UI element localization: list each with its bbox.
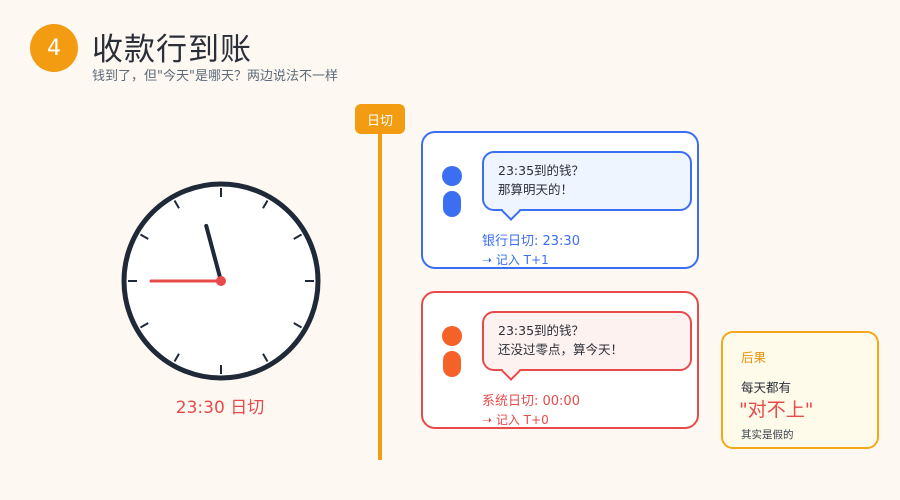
person-body bbox=[443, 351, 461, 377]
clock-hour-hand bbox=[204, 223, 223, 283]
system-person-icon bbox=[442, 326, 462, 378]
system-cut-time: 系统日切: 00:00 bbox=[482, 394, 580, 409]
system-bubble-line1: 23:35到的钱？ bbox=[498, 323, 585, 338]
clock-label: 23:30 日切 bbox=[175, 398, 265, 418]
clock-tick bbox=[262, 353, 269, 363]
result-card: 后果 每天都有 "对不上" 其实是假的 bbox=[721, 331, 879, 449]
person-head bbox=[442, 166, 462, 186]
page-subtitle: 钱到了，但"今天"是哪天？两边说法不一样 bbox=[92, 69, 338, 84]
clock-tick bbox=[173, 199, 180, 209]
bank-person-icon bbox=[442, 166, 462, 218]
bank-bubble-line1: 23:35到的钱？ bbox=[498, 163, 585, 178]
clock-tick bbox=[173, 353, 180, 363]
cutoff-tag: 日切 bbox=[355, 104, 405, 134]
clock-tick bbox=[262, 199, 269, 209]
clock-icon bbox=[121, 181, 321, 381]
bank-speech-bubble: 23:35到的钱？ 那算明天的！ bbox=[482, 151, 692, 221]
clock-center bbox=[216, 276, 226, 286]
result-highlight: "对不上" bbox=[739, 399, 814, 421]
result-line1: 每天都有 bbox=[741, 380, 792, 395]
person-head bbox=[442, 326, 462, 346]
clock-ticks bbox=[128, 188, 314, 374]
cutoff-line bbox=[378, 134, 382, 460]
system-card: 23:35到的钱？ 还没过零点，算今天！ 系统日切: 00:00 ➝ 记入 T+… bbox=[421, 291, 699, 429]
clock-tick bbox=[293, 233, 303, 240]
step-badge: 4 bbox=[30, 24, 78, 72]
bubble-tail bbox=[501, 361, 521, 381]
clock-tick bbox=[139, 233, 149, 240]
result-title: 后果 bbox=[741, 350, 767, 365]
result-note: 其实是假的 bbox=[741, 429, 794, 441]
system-record: ➝ 记入 T+0 bbox=[482, 413, 549, 427]
clock-tick bbox=[293, 322, 303, 329]
bank-cut-time: 银行日切: 23:30 bbox=[482, 234, 580, 249]
bank-card: 23:35到的钱？ 那算明天的！ 银行日切: 23:30 ➝ 记入 T+1 bbox=[421, 131, 699, 269]
bubble-tail bbox=[501, 201, 521, 221]
system-speech-bubble: 23:35到的钱？ 还没过零点，算今天！ bbox=[482, 311, 692, 381]
page-title: 收款行到账 bbox=[92, 32, 252, 68]
clock-tick bbox=[139, 322, 149, 329]
system-bubble-line2: 还没过零点，算今天！ bbox=[498, 342, 624, 357]
bank-bubble-line2: 那算明天的！ bbox=[498, 182, 574, 197]
bank-record: ➝ 记入 T+1 bbox=[482, 253, 549, 267]
person-body bbox=[443, 191, 461, 217]
